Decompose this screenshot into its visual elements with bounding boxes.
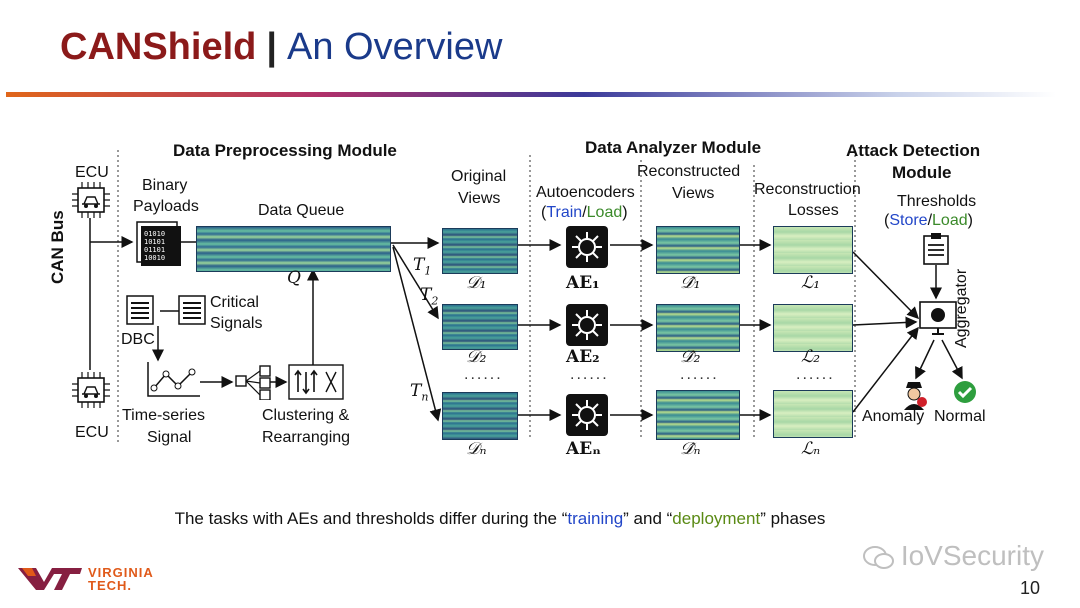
analyzer-module-heading: Data Analyzer Module (585, 138, 762, 157)
svg-text:10101: 10101 (144, 238, 165, 246)
page-number: 10 (1019, 578, 1040, 598)
data-queue-label: Data Queue (258, 202, 345, 219)
anomaly-icon (904, 382, 927, 410)
detection-module-heading-1: Attack Detection (846, 141, 981, 160)
title-separator: | (266, 26, 277, 68)
reconstructed-views-label-2: Views (672, 185, 715, 202)
normal-label: Normal (934, 408, 986, 425)
svg-text:10010: 10010 (144, 254, 165, 262)
svg-text:01101: 01101 (144, 246, 165, 254)
loss-n (773, 390, 853, 438)
ae-n-label: AEₙ (566, 439, 601, 459)
tn-label: Tn (410, 381, 429, 404)
loss-1 (773, 226, 853, 274)
ellipsis: ...... (570, 366, 609, 383)
reconstructed-view-n-symbol: 𝒟̂ₙ (680, 439, 701, 459)
reconstructed-view-1-symbol: 𝒟̂₁ (680, 273, 701, 293)
title-rest: An Overview (287, 26, 503, 68)
check-icon (954, 381, 976, 403)
reconstructed-view-2-symbol: 𝒟̂₂ (680, 347, 701, 367)
watermark-text: IoVSecurity (900, 540, 1044, 571)
autoencoders-modes: (Train/Load) (541, 204, 628, 221)
dbc-label: DBC (121, 331, 155, 348)
can-bus-label: CAN Bus (48, 210, 67, 284)
vt-logo-icon (18, 568, 82, 590)
network-icon (235, 365, 271, 400)
original-view-2-symbol: 𝒟₂ (466, 347, 487, 367)
time-series-icon (147, 362, 200, 397)
logo-text-2: TECH. (88, 578, 132, 593)
loss-2 (773, 304, 853, 352)
reconstructed-view-n (656, 390, 740, 440)
time-series-label-2: Signal (147, 429, 192, 446)
data-queue (196, 226, 391, 272)
logo-text-1: VIRGINIA (88, 565, 154, 580)
binary-payloads-label-2: Payloads (133, 198, 199, 215)
reconstructed-view-1 (656, 226, 740, 274)
original-view-1 (442, 228, 518, 274)
reconstruction-losses-label-2: Losses (788, 202, 839, 219)
critical-signals-document-icon (178, 295, 206, 325)
autoencoder-icon (566, 226, 608, 268)
chip-icon (72, 372, 110, 408)
loss-n-symbol: ℒₙ (801, 439, 821, 459)
monitor-icon (919, 301, 957, 335)
ellipsis: ...... (796, 366, 835, 383)
watermark: IoVSecurity (862, 540, 1044, 572)
original-views-label-1: Original (451, 168, 507, 185)
time-series-label-1: Time-series (122, 407, 205, 424)
reconstructed-view-2 (656, 304, 740, 352)
rearrange-icon (288, 364, 344, 400)
thresholds-label: Thresholds (897, 193, 977, 210)
original-view-2 (442, 304, 518, 350)
detection-module-heading-2: Module (892, 163, 952, 182)
wechat-icon (862, 545, 895, 571)
t1-label: T1 (413, 255, 432, 278)
original-view-n (442, 392, 518, 440)
queue-symbol: Q (287, 268, 301, 288)
ae-2-label: AE₂ (566, 347, 600, 367)
t2-label: T2 (420, 285, 439, 308)
virginia-tech-logo: VIRGINIA TECH. (18, 566, 153, 592)
page-title: CANShield|An Overview (60, 26, 502, 69)
reconstructed-views-label-1: Reconstructed (637, 163, 741, 180)
critical-signals-label-1: Critical (210, 294, 259, 311)
caption: The tasks with AEs and thresholds differ… (174, 509, 826, 528)
thresholds-modes: (Store/Load) (884, 212, 973, 229)
dbc-document-icon (126, 295, 154, 325)
title-rule (6, 92, 1056, 97)
preprocessing-module-heading: Data Preprocessing Module (173, 141, 397, 160)
autoencoder-icon (566, 394, 608, 436)
clipboard-icon (923, 233, 949, 265)
autoencoder-icon (566, 304, 608, 346)
critical-signals-label-2: Signals (210, 315, 263, 332)
anomaly-label: Anomaly (862, 408, 925, 425)
ellipsis: ...... (464, 366, 503, 383)
clustering-label-1: Clustering & (262, 407, 350, 424)
binary-payloads-label-1: Binary (142, 177, 188, 194)
original-views-label-2: Views (458, 190, 501, 207)
loss-1-symbol: ℒ₁ (801, 273, 821, 293)
clustering-label-2: Rearranging (262, 429, 351, 446)
reconstruction-losses-label-1: Reconstruction (754, 181, 861, 198)
ecu-top-label: ECU (75, 164, 109, 181)
chip-icon (72, 182, 110, 218)
ellipsis: ...... (680, 366, 719, 383)
svg-text:01010: 01010 (144, 230, 165, 238)
loss-2-symbol: ℒ₂ (801, 347, 821, 367)
aggregator-label: Aggregator (953, 268, 970, 348)
ae-1-label: AE₁ (566, 273, 600, 293)
autoencoders-label: Autoencoders (536, 184, 635, 201)
original-view-n-symbol: 𝒟ₙ (466, 439, 487, 459)
ecu-bottom-label: ECU (75, 424, 109, 441)
original-view-1-symbol: 𝒟₁ (466, 273, 487, 293)
title-bold: CANShield (60, 26, 257, 68)
